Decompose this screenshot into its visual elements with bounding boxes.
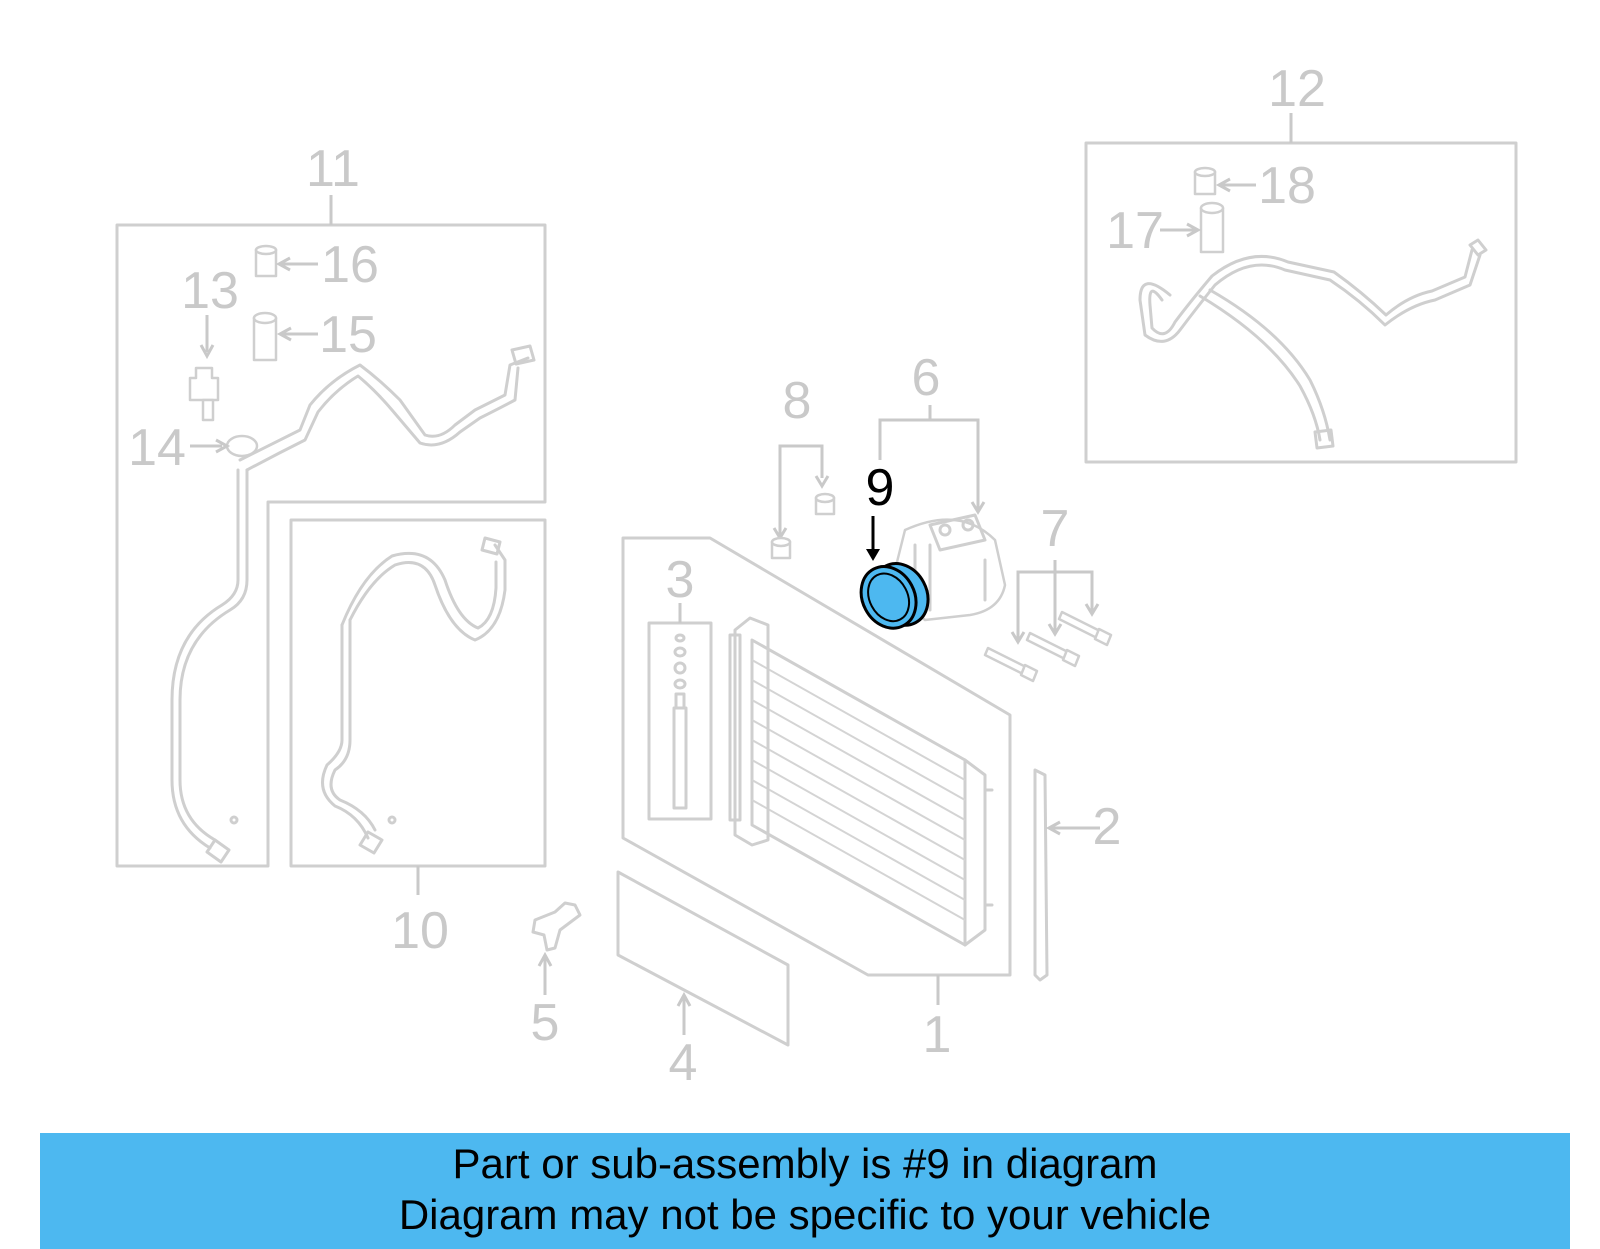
part-8-group [770, 444, 836, 560]
part-14-shape [225, 434, 259, 458]
callout-12: 12 [1268, 60, 1326, 118]
part-4-group [616, 870, 790, 1047]
part-17-shape [1199, 206, 1225, 254]
callout-9: 9 [866, 459, 895, 517]
callout-14: 14 [128, 419, 186, 477]
condenser-core [750, 638, 967, 947]
part-15-shape [252, 316, 278, 362]
part-9-group[interactable] [851, 516, 939, 640]
part-11-outline [115, 223, 547, 868]
info-banner: Part or sub-assembly is #9 in diagram Di… [40, 1133, 1570, 1249]
callout-labels: 1 2 3 4 5 6 7 8 9 10 11 12 13 14 15 16 1… [128, 60, 1326, 1092]
part-2-group [1033, 768, 1100, 982]
part-10-outline [289, 518, 547, 868]
callout-18: 18 [1258, 157, 1316, 215]
part-12-group [1084, 113, 1518, 464]
callout-4: 4 [669, 1034, 698, 1092]
part-13-shape [188, 366, 220, 402]
part-5-group [531, 901, 582, 995]
callout-7: 7 [1041, 500, 1070, 558]
callout-1: 1 [923, 1006, 952, 1064]
callout-10: 10 [391, 902, 449, 960]
part-4-shape [616, 870, 790, 1047]
part-9-pulley [859, 562, 930, 630]
part-12-outline [1084, 141, 1518, 464]
callout-6: 6 [912, 349, 941, 407]
part-2-shape [1033, 768, 1049, 982]
callout-16: 16 [321, 236, 379, 294]
callout-17: 17 [1106, 202, 1164, 260]
callout-13: 13 [181, 262, 239, 320]
callout-2: 2 [1093, 798, 1122, 856]
callout-15: 15 [319, 306, 377, 364]
part-7-group [983, 560, 1113, 683]
part-1-outline [621, 536, 1012, 977]
part-3-outline [647, 621, 713, 821]
callout-5: 5 [531, 994, 560, 1052]
banner-line-2: Diagram may not be specific to your vehi… [398, 1191, 1212, 1238]
banner-line-1: Part or sub-assembly is #9 in diagram [452, 1140, 1158, 1187]
callout-8: 8 [783, 372, 812, 430]
part-11-hose [178, 468, 249, 842]
callout-11: 11 [306, 140, 360, 198]
part-1-group [621, 536, 1012, 1005]
part-5-shape [531, 901, 582, 952]
callout-3: 3 [666, 551, 695, 609]
part-10-group [289, 518, 547, 895]
part-11-group [115, 195, 547, 868]
